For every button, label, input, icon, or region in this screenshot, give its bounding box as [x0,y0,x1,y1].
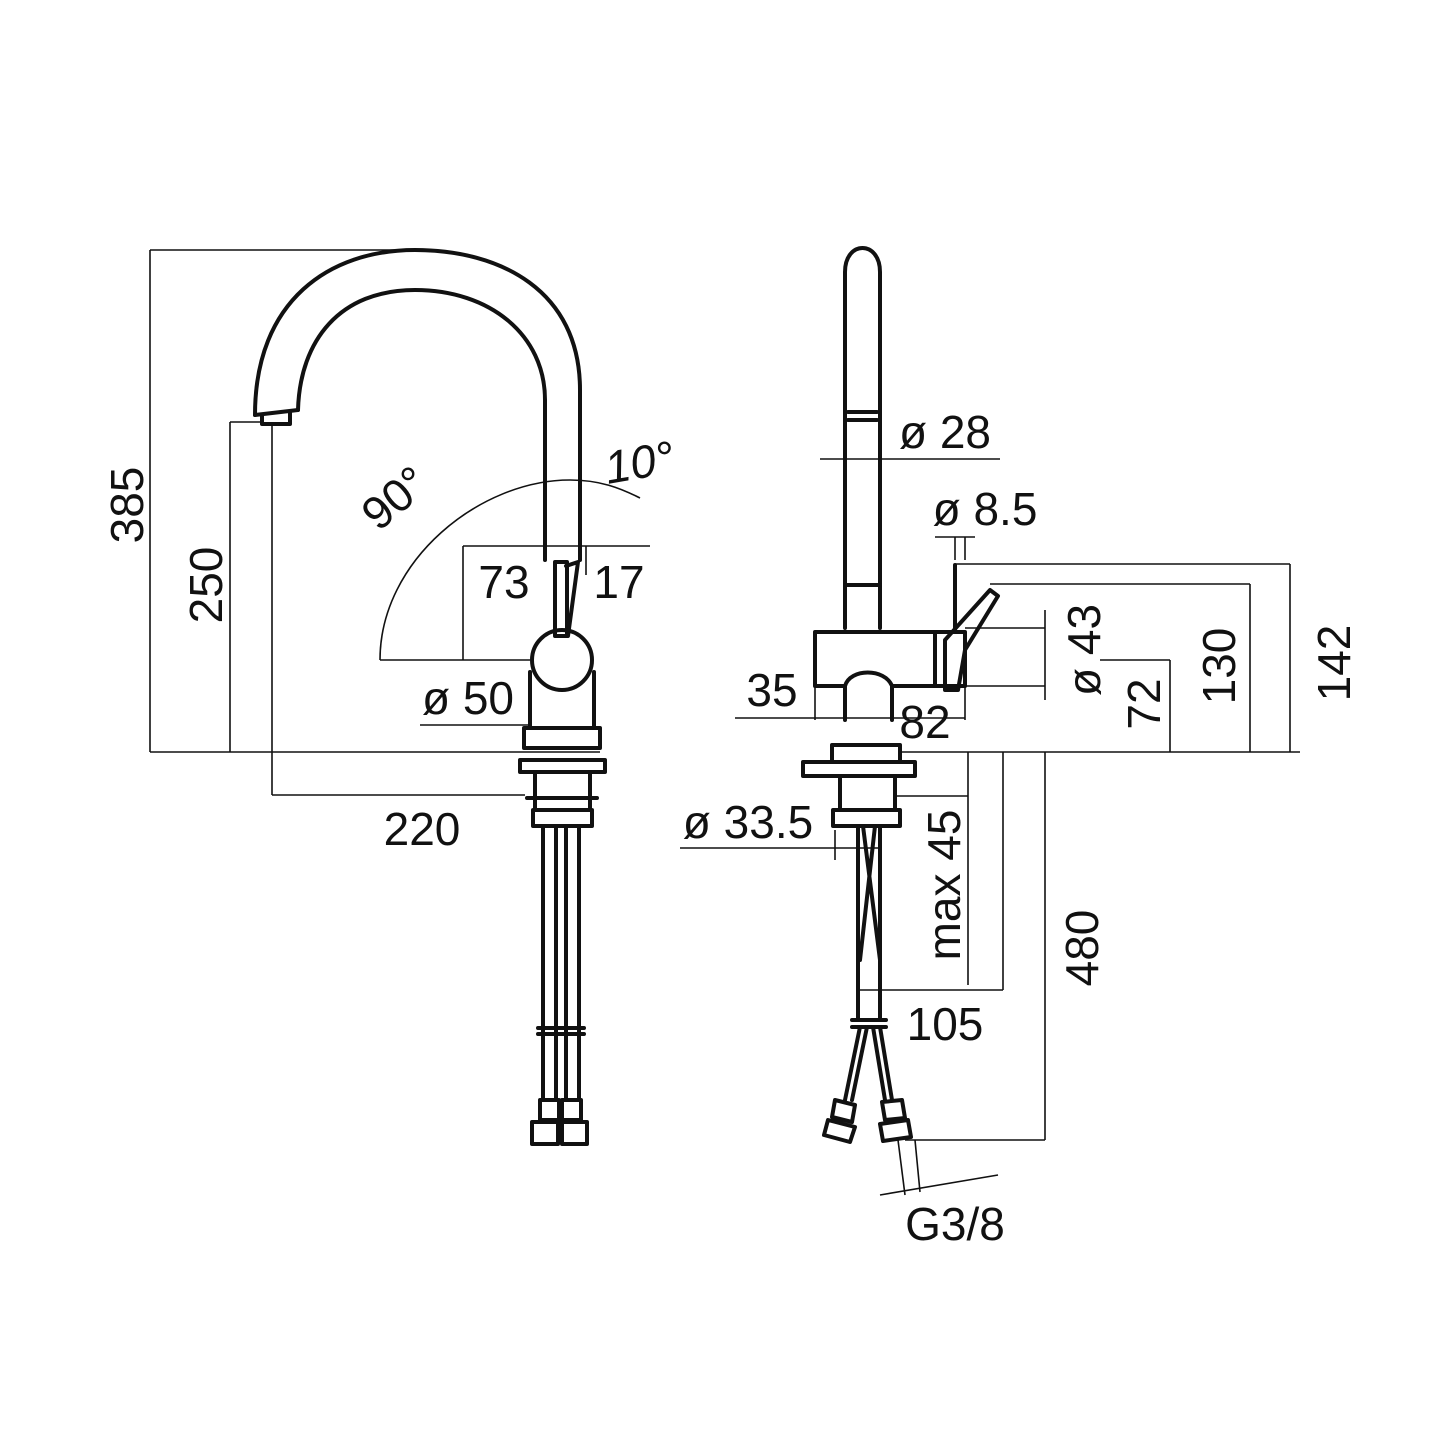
front-connectors [822,1098,913,1144]
label-handle-diameter: ø 43 [1058,604,1110,696]
label-body-offset: 35 [746,664,797,716]
lever-tilted [554,560,580,638]
label-swivel-angle: 90° [351,455,438,540]
front-view-dimension-lines [680,458,1300,1196]
spout-outer-curve [253,248,582,562]
label-connection-thread: G3/8 [905,1198,1005,1250]
label-max-thickness: max 45 [918,810,970,961]
handle-hub [530,628,594,692]
base-flange [518,726,607,774]
label-lever-angle: 10° [600,431,678,494]
label-height-inner: 130 [1193,628,1245,705]
front-hoses [856,824,882,1022]
label-hose-length: 480 [1056,910,1108,987]
label-lever-offset-right: 17 [593,556,644,608]
connectors [530,1098,589,1146]
label-body-height: 72 [1118,678,1170,729]
handle-lever [943,588,1000,692]
body-neck [843,684,894,722]
side-view-dimension-lines [149,249,650,796]
hose-break [536,1026,586,1036]
label-height-outer: 142 [1308,625,1360,702]
label-spout-height: 250 [180,547,232,624]
label-shank-length: 105 [907,998,984,1050]
shank [525,770,599,828]
spout-tip [253,408,300,426]
label-spout-diameter: ø 28 [899,406,991,458]
label-body-diameter: ø 50 [422,672,514,724]
front-view-faucet [801,246,1000,1144]
label-spout-reach: 220 [384,803,461,855]
hoses-splay [843,1025,894,1102]
label-body-depth: 82 [899,696,950,748]
label-lever-diameter: ø 8.5 [933,483,1038,535]
lever-upright [553,560,569,638]
swivel-arc [379,479,641,661]
side-view-faucet [253,248,641,1146]
front-view-labels: ø 28 ø 8.5 142 130 ø 43 72 35 82 ø 33.5 … [683,406,1360,1250]
hoses [541,824,581,1102]
label-hole-diameter: ø 33.5 [683,796,813,848]
spout-outlet [846,410,879,422]
body-block [813,630,937,688]
mount-shank [831,774,902,828]
base-ring [801,743,917,778]
spout-inner-curve [296,288,547,562]
label-lever-offset-left: 73 [478,556,529,608]
spout-column [843,246,882,630]
label-height-total: 385 [101,467,153,544]
